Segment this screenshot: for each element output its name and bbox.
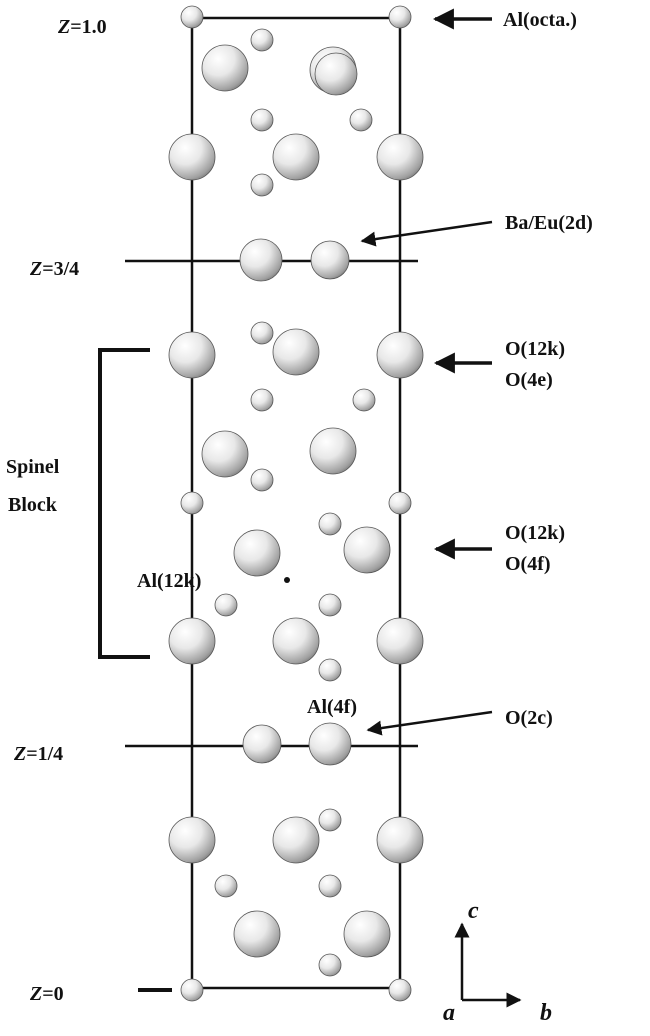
- arrow-o2c: [366, 710, 493, 736]
- atom-small: [318, 658, 342, 682]
- label-o12k-lower: O(12k): [505, 522, 565, 544]
- label-spinel: Spinel: [6, 456, 60, 478]
- label-ba-eu: Ba/Eu(2d): [505, 212, 593, 234]
- atom-large: [376, 617, 424, 665]
- atom-large: [233, 529, 281, 577]
- label-o2c: O(2c): [505, 707, 553, 729]
- label-o4f: O(4f): [505, 553, 551, 575]
- atom-small: [318, 874, 342, 898]
- atom-large: [376, 331, 424, 379]
- atom-large: [314, 52, 358, 96]
- atom-small: [352, 388, 376, 412]
- atom-small: [250, 28, 274, 52]
- atom-large: [343, 910, 391, 958]
- atom-small: [318, 593, 342, 617]
- atom-small: [180, 491, 204, 515]
- atom-large: [343, 526, 391, 574]
- atom-small: [318, 953, 342, 977]
- atom-small: [388, 5, 412, 29]
- atom-small: [388, 491, 412, 515]
- label-al12k: Al(12k): [137, 570, 201, 592]
- atom-large: [168, 331, 216, 379]
- z-label-1: Z=1.0: [57, 16, 107, 38]
- axis-a-label: a: [443, 1000, 455, 1026]
- atom-large: [242, 724, 282, 764]
- atom-small: [214, 874, 238, 898]
- z-label-3-4: Z=3/4: [29, 258, 79, 280]
- atom-small: [318, 808, 342, 832]
- spinel-block-bracket: [98, 348, 150, 659]
- atom-large: [376, 816, 424, 864]
- label-al4f: Al(4f): [307, 696, 357, 718]
- atom-small: [214, 593, 238, 617]
- atom-large: [233, 910, 281, 958]
- atom-small: [250, 468, 274, 492]
- atom-small: [250, 321, 274, 345]
- atom-large: [309, 427, 357, 475]
- atom-large: [376, 133, 424, 181]
- axis-c-label: c: [468, 898, 479, 924]
- atom-small: [318, 512, 342, 536]
- z-label-1-4: Z=1/4: [13, 743, 63, 765]
- atom-small: [388, 978, 412, 1002]
- atom-large: [272, 617, 320, 665]
- atom-large: [272, 133, 320, 181]
- label-o12k-upper: O(12k): [505, 338, 565, 360]
- atom-large: [239, 238, 283, 282]
- atom-large: [168, 617, 216, 665]
- atom-large: [168, 816, 216, 864]
- atom-small: [250, 388, 274, 412]
- label-o4e: O(4e): [505, 369, 553, 391]
- atom-small: [180, 978, 204, 1002]
- atom-large: [272, 328, 320, 376]
- atom-large: [168, 133, 216, 181]
- atom-large: [310, 240, 350, 280]
- label-block: Block: [8, 494, 58, 516]
- atom-large: [201, 44, 249, 92]
- atom-large: [308, 722, 352, 766]
- atom-large: [272, 816, 320, 864]
- atom-small: [180, 5, 204, 29]
- label-al-octa: Al(octa.): [503, 9, 577, 31]
- arrow-ba-eu: [360, 220, 493, 247]
- atom-small: [250, 108, 274, 132]
- atom-small: [250, 173, 274, 197]
- axis-b-label: b: [540, 1000, 552, 1026]
- atom-large: [201, 430, 249, 478]
- atom-small: [349, 108, 373, 132]
- center-dot: [284, 577, 290, 583]
- atoms-group: [168, 5, 424, 1002]
- z-label-0: Z=0: [29, 983, 64, 1005]
